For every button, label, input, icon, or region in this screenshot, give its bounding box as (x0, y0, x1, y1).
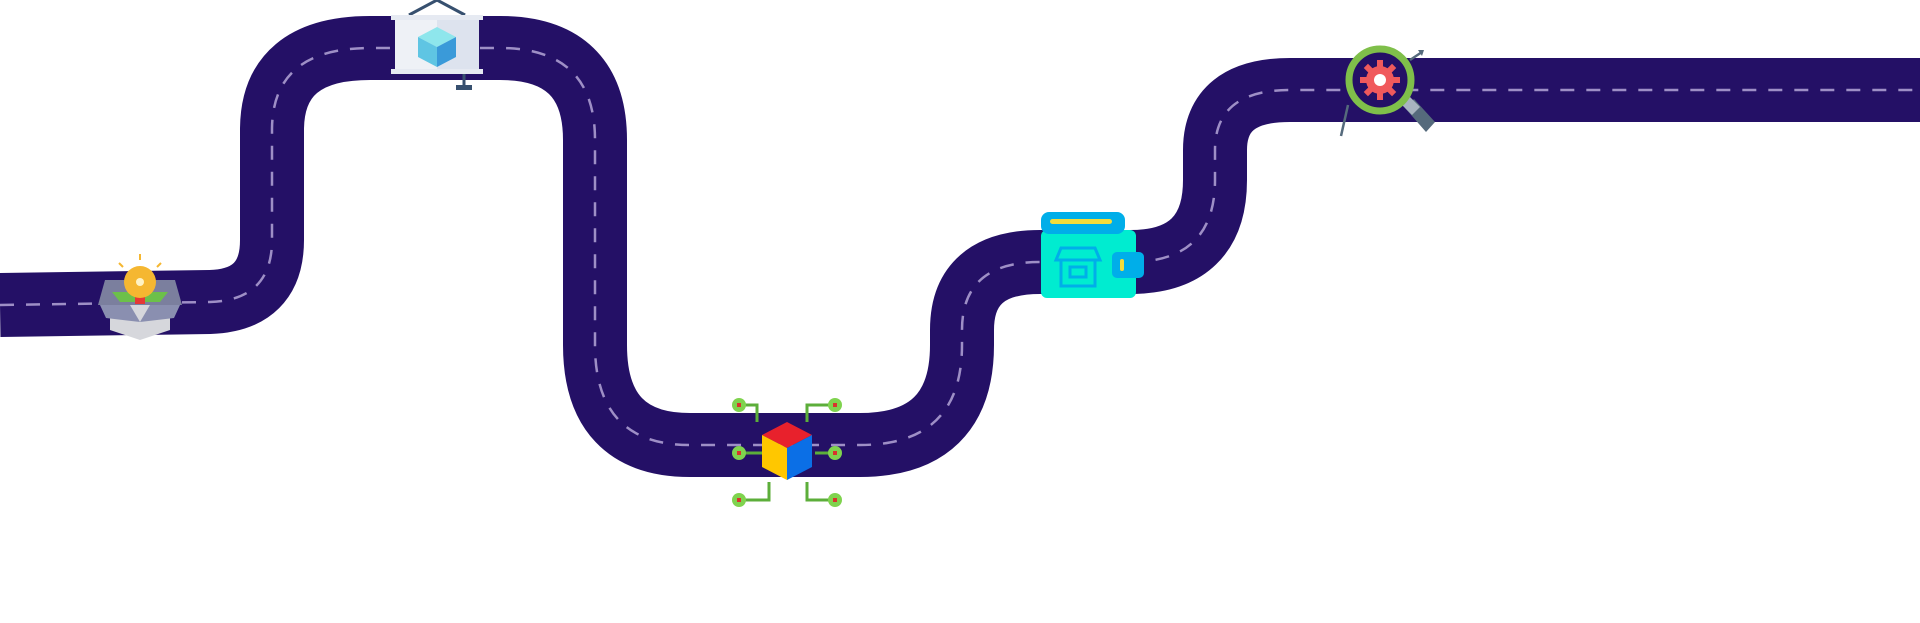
idea-box-icon (98, 254, 182, 340)
road (0, 16, 1920, 477)
circuit-cube-icon (732, 398, 842, 507)
projector-cube-icon (391, 0, 483, 90)
magnifier-gear-icon (1339, 45, 1435, 137)
wallet-store-icon (1041, 212, 1144, 298)
road-surface (0, 16, 1920, 477)
road-center-dashes (0, 46, 1920, 447)
